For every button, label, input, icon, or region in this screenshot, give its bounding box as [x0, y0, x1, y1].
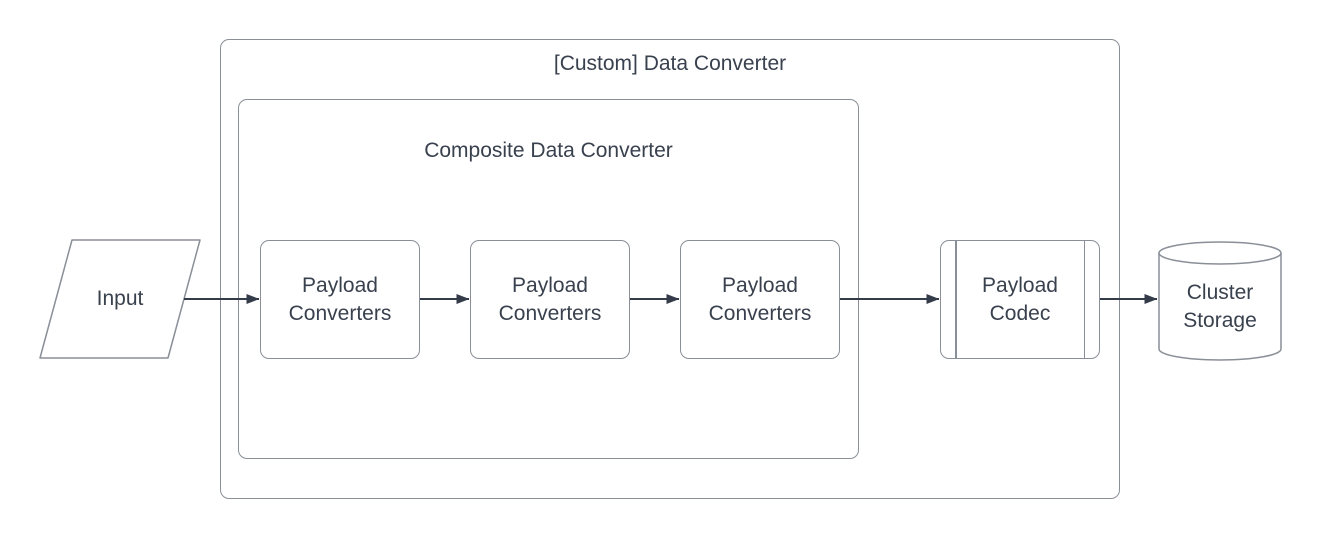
payload-codec-label: Payload Codec: [982, 273, 1058, 325]
codec-right-bar: [1083, 241, 1085, 358]
codec-left-bar: [955, 241, 957, 358]
custom-data-converter-container: [Custom] Data Converter: [220, 39, 1120, 499]
payload-converters-box-2: Payload Converters: [470, 240, 630, 359]
input-label: Input: [96, 287, 144, 310]
payload-converters-box-1: Payload Converters: [260, 240, 420, 359]
payload-converters-box-3: Payload Converters: [680, 240, 840, 359]
cluster-storage-label: Cluster Storage: [1183, 281, 1257, 332]
composite-data-converter-container: Composite Data Converter: [238, 99, 859, 459]
payload-converters-label-3: Payload Converters: [708, 273, 812, 325]
custom-data-converter-title: [Custom] Data Converter: [553, 52, 787, 75]
payload-converters-label-2: Payload Converters: [498, 273, 602, 325]
payload-codec-box: Payload Codec: [940, 240, 1100, 359]
payload-converters-label-1: Payload Converters: [288, 273, 392, 325]
composite-data-converter-title: Composite Data Converter: [424, 139, 673, 162]
